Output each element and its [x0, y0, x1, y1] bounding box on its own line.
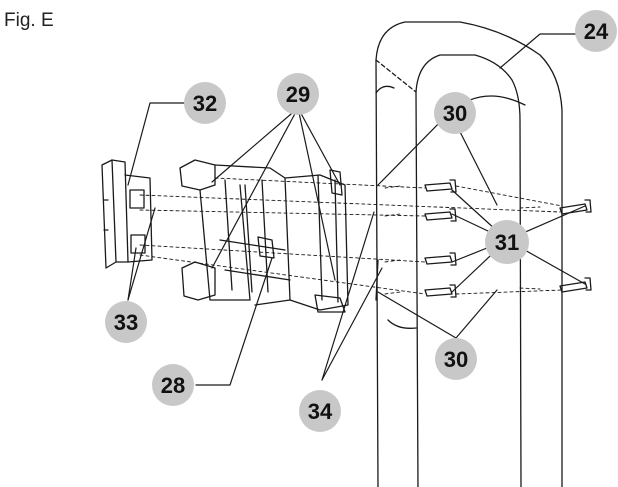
callout-29-label: 29: [286, 82, 310, 107]
callout-24: 24: [575, 10, 617, 52]
callout-31-label: 31: [495, 230, 519, 255]
callout-30-top-label: 30: [443, 101, 467, 126]
alignment-lines: [139, 177, 563, 295]
callout-28: 28: [152, 364, 194, 406]
mounting-plate: [101, 159, 153, 269]
frame-tube: [375, 21, 563, 487]
holder-assembly: [179, 159, 349, 313]
callout-33-label: 33: [114, 310, 138, 335]
callout-24-label: 24: [584, 19, 609, 44]
callout-30-top: 30: [434, 92, 476, 134]
callout-29: 29: [277, 73, 319, 115]
callout-28-label: 28: [161, 373, 185, 398]
callout-34-label: 34: [308, 399, 333, 424]
callout-bubbles: 24 32 29 30 31 33: [105, 10, 617, 432]
screws-left: [424, 179, 457, 298]
callout-31: 31: [485, 220, 529, 264]
callout-32-label: 32: [193, 91, 217, 116]
callout-30-bottom: 30: [435, 338, 477, 380]
callout-34: 34: [299, 390, 341, 432]
callout-33: 33: [105, 301, 147, 343]
callout-30-bottom-label: 30: [444, 347, 468, 372]
callout-32: 32: [184, 82, 226, 124]
figure-label: Fig. E: [4, 10, 54, 31]
leader-lines: [127, 33, 586, 386]
